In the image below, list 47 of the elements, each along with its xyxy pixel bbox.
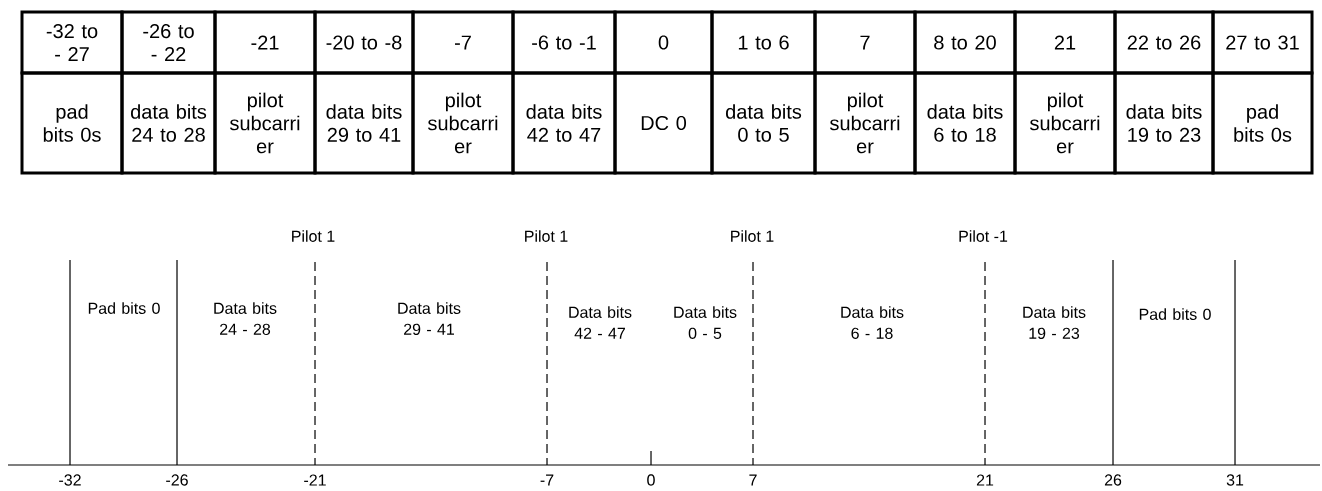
table-cell: data bits 24 to 28 — [120, 71, 217, 175]
tick-label: -32 — [59, 474, 81, 486]
table-cell: 22 to 26 — [1113, 10, 1215, 75]
table-cell: pilot subcarri er — [1013, 71, 1117, 175]
table-cell: pilot subcarri er — [411, 71, 515, 175]
table-cell: pad bits 0s — [20, 71, 124, 175]
table-cell: data bits 29 to 41 — [313, 71, 415, 175]
pilot-label: Pilot 1 — [731, 230, 774, 242]
tick-label: 31 — [1226, 474, 1244, 486]
table-cell: -21 — [213, 10, 317, 75]
tick-label: 26 — [1104, 474, 1122, 486]
pilot-label: Pilot 1 — [292, 230, 335, 242]
table-cell: 7 — [813, 10, 917, 75]
tick-label: 7 — [749, 474, 757, 486]
table-cell: 27 to 31 — [1211, 10, 1314, 75]
table-cell: data bits 19 to 23 — [1113, 71, 1215, 175]
region-label: Pad bits 0 — [1139, 308, 1211, 320]
table-cell: -7 — [411, 10, 515, 75]
region-label: Pad bits 0 — [88, 302, 160, 314]
table-cell: data bits 0 to 5 — [710, 71, 817, 175]
table-cell: -6 to -1 — [511, 10, 617, 75]
table-cell: -20 to -8 — [313, 10, 415, 75]
region-label: Data bits 29 - 41 — [398, 302, 461, 335]
region-label: Data bits 42 - 47 — [569, 306, 632, 339]
table-cell: -26 to - 22 — [120, 10, 217, 75]
table-cell: pilot subcarri er — [813, 71, 917, 175]
tick-label: -21 — [304, 474, 326, 486]
region-label: Data bits 6 - 18 — [841, 306, 904, 339]
table-cell: data bits 42 to 47 — [511, 71, 617, 175]
table-cell: DC 0 — [613, 71, 714, 175]
table-cell: 0 — [613, 10, 714, 75]
table-cell: -32 to - 27 — [20, 10, 124, 75]
pilot-label: Pilot 1 — [525, 230, 568, 242]
table-cell: 1 to 6 — [710, 10, 817, 75]
tick-label: 21 — [976, 474, 994, 486]
table-cell: pilot subcarri er — [213, 71, 317, 175]
table-cell: 8 to 20 — [913, 10, 1017, 75]
region-label: Data bits 19 - 23 — [1023, 306, 1086, 339]
tick-label: -26 — [166, 474, 188, 486]
region-label: Data bits 0 - 5 — [674, 306, 737, 339]
table-cell: data bits 6 to 18 — [913, 71, 1017, 175]
tick-label: 0 — [647, 474, 655, 486]
table-cell: 21 — [1013, 10, 1117, 75]
pilot-label: Pilot -1 — [959, 230, 1008, 242]
tick-label: -7 — [540, 474, 554, 486]
region-label: Data bits 24 - 28 — [214, 302, 277, 335]
table-cell: pad bits 0s — [1211, 71, 1314, 175]
